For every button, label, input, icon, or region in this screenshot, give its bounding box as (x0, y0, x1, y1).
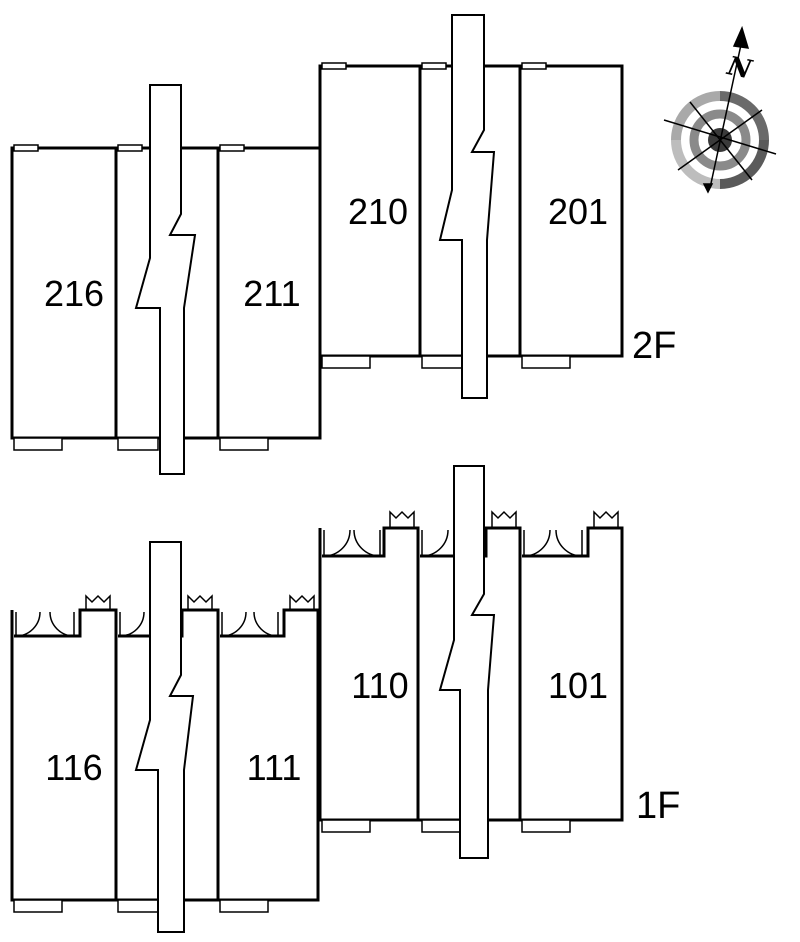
unit-number: 211 (243, 273, 300, 314)
meter-box-icon (85, 510, 619, 611)
unit-216-room (10, 146, 118, 440)
window (321, 62, 347, 70)
north-label: N (724, 51, 756, 86)
unit-number: 116 (45, 747, 102, 788)
break-line (438, 465, 496, 859)
unit-number: 101 (548, 665, 608, 706)
break-line (134, 84, 197, 475)
window (219, 144, 245, 152)
balcony-box (219, 437, 269, 451)
unit-number: 216 (44, 273, 104, 314)
balcony-box (219, 899, 269, 913)
floor-2f: 216 211 210 201 2F (10, 14, 676, 475)
window (521, 62, 547, 70)
break-line (134, 541, 195, 933)
balcony-box (13, 437, 63, 451)
compass-rose-icon: N (663, 25, 777, 194)
floor-label-1f: 1F (636, 785, 680, 827)
floor-label-2f: 2F (632, 325, 676, 367)
unit-111-room (216, 608, 320, 902)
balcony-box (421, 819, 463, 833)
balcony-box (521, 819, 571, 833)
floor-1f: 116 111 110 101 1F (10, 465, 680, 933)
balcony-box (13, 899, 63, 913)
unit-101-room (518, 526, 624, 822)
balcony-box (521, 355, 571, 369)
window (421, 62, 447, 70)
unit-201-room (518, 64, 624, 358)
unit-number: 201 (548, 191, 608, 232)
break-line (438, 14, 496, 399)
unit-number: 111 (247, 747, 302, 788)
balcony-box (421, 355, 463, 369)
window (117, 144, 143, 152)
unit-211-room (216, 146, 322, 440)
balcony-box (117, 437, 159, 451)
unit-number: 210 (348, 191, 408, 232)
balcony-box (321, 819, 371, 833)
unit-number: 110 (351, 665, 408, 706)
balcony-box (117, 899, 159, 913)
balcony-box (321, 355, 371, 369)
window (13, 144, 39, 152)
